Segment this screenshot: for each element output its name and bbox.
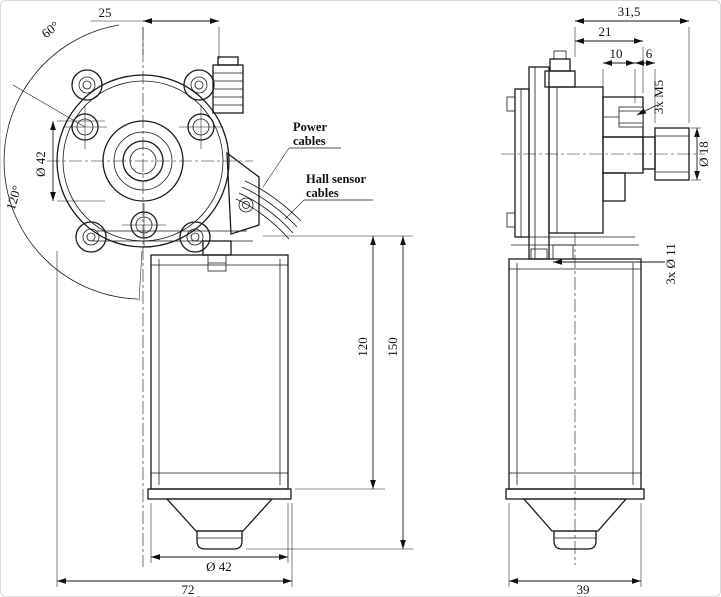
flange-ear <box>179 221 211 253</box>
center-boss <box>102 120 184 202</box>
dim-3xdia11-label: 3x Ø 11 <box>663 243 678 284</box>
dim-dia42-flange-label: Ø 42 <box>33 151 48 177</box>
shaft-tip-side <box>553 530 597 550</box>
hall-cable-lines <box>238 192 294 234</box>
shaft-tip <box>196 530 243 550</box>
end-cone-side <box>522 498 628 532</box>
flange-ear <box>71 69 103 101</box>
m5-tapped-hole <box>618 106 644 128</box>
dim-150-label: 150 <box>385 337 400 357</box>
hall-cables-label: cables <box>306 186 339 200</box>
flange-ear <box>183 69 215 101</box>
motor-end-ring <box>147 488 292 500</box>
dim-120deg-label: 120° <box>3 184 25 212</box>
flange-ear-edge <box>530 248 548 260</box>
power-cable-lines <box>244 180 302 222</box>
dimension-annotations <box>3 18 701 587</box>
dim-dia18-label: Ø 18 <box>696 141 711 167</box>
power-cable-lines <box>241 186 298 228</box>
dim-6-label: 6 <box>646 46 653 61</box>
dim-dia42-motor-label: Ø 42 <box>206 559 232 574</box>
dim-25-label: 25 <box>99 5 112 20</box>
flange-outline <box>56 74 230 248</box>
dim-60deg-label: 60° <box>38 18 62 41</box>
front-view <box>47 27 302 567</box>
hall-cables-label: Hall sensor <box>306 172 367 186</box>
dim-31-5-label: 31,5 <box>618 4 641 19</box>
dim-72-label: 72 <box>182 582 195 597</box>
dim-21-label: 21 <box>599 24 612 39</box>
end-cone <box>165 498 274 532</box>
ear-hole <box>82 228 100 246</box>
ear-hole <box>78 76 96 94</box>
cable-bracket <box>226 151 260 235</box>
connector-cap <box>217 56 239 66</box>
dim-3xm5-label: 3x M5 <box>651 80 666 114</box>
flange-ear <box>75 221 107 253</box>
housing-step <box>602 172 626 202</box>
shaft-housing <box>602 136 644 174</box>
output-shaft-block <box>654 127 690 181</box>
side-view <box>501 50 705 565</box>
dim-10-label: 10 <box>610 46 623 61</box>
motor-body <box>150 254 289 490</box>
dimension-labels: 25 60° 120° Ø 42 120 150 Ø 42 72 Power c… <box>3 4 711 597</box>
ear-hole <box>186 228 204 246</box>
hall-cable-lines <box>235 198 290 240</box>
shaft-neck <box>642 136 656 170</box>
gearbox-cover <box>514 88 530 238</box>
dim-120-label: 120 <box>355 337 370 357</box>
connector-side <box>549 58 571 72</box>
ear-hole <box>190 76 208 94</box>
dim-39-label: 39 <box>577 582 590 597</box>
power-cables-label: cables <box>293 134 326 148</box>
angle-arc <box>3 24 139 300</box>
power-cables-label: Power <box>293 120 327 134</box>
brush-cap <box>202 240 232 256</box>
flange-plate <box>528 66 550 260</box>
